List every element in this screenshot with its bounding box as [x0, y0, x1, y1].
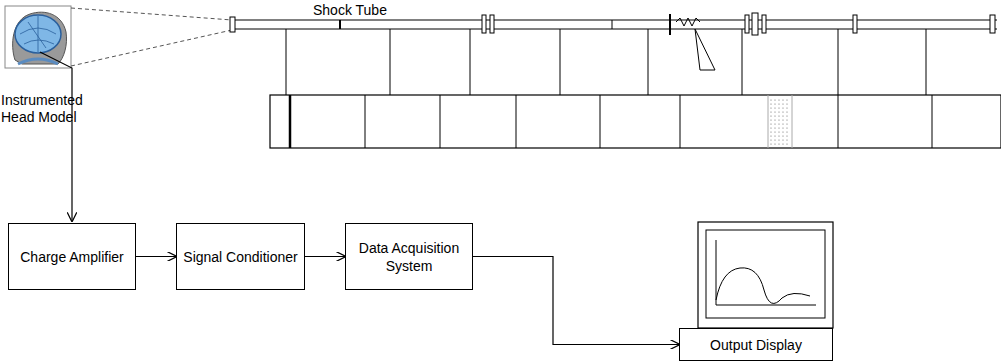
title-label: Shock Tube — [313, 2, 387, 19]
zoom-line — [71, 8, 232, 20]
signal-arrow — [136, 256, 176, 257]
part-label: Instrumented Head Model — [1, 92, 83, 126]
box-text: Data Acquisition System — [352, 239, 466, 275]
signal-lead — [40, 52, 72, 221]
monitor-icon — [698, 222, 833, 328]
display-box: Output Display — [679, 328, 833, 361]
process-box: Signal Conditioner — [176, 223, 305, 290]
support-frame — [270, 95, 1001, 148]
box-text: Signal Conditioner — [183, 248, 297, 266]
process-box: Charge Amplifier — [8, 223, 136, 290]
frame-dots — [770, 99, 787, 144]
head-model-icon — [5, 6, 71, 68]
process-box: Data Acquisition System — [345, 223, 473, 290]
signal-arrow — [473, 257, 679, 345]
tube-supports — [286, 29, 926, 95]
signal-arrow — [305, 256, 345, 257]
zoom-line — [71, 30, 232, 66]
box-text: Charge Amplifier — [20, 248, 124, 266]
box-text: Output Display — [710, 336, 802, 354]
